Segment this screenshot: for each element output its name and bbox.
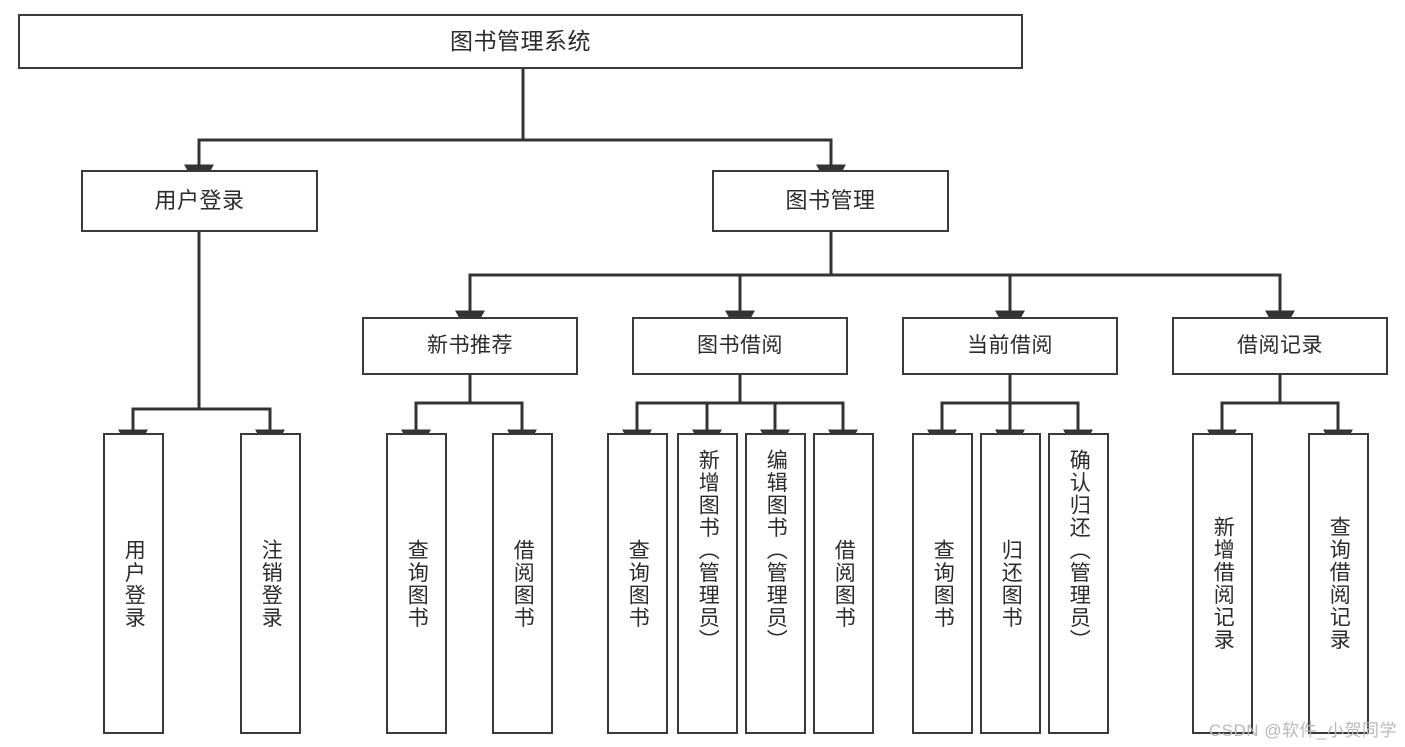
node-leaf-query-book-1-label: 查询图书	[405, 538, 429, 629]
node-leaf-borrow-book-2[interactable]: 借阅图书	[813, 433, 874, 734]
node-leaf-confirm-return-label: 确认归还（管理员）	[1067, 449, 1091, 652]
node-root-label: 图书管理系统	[450, 27, 591, 54]
node-book-borrow[interactable]: 图书借阅	[632, 317, 848, 375]
node-user-login[interactable]: 用户登录	[81, 170, 318, 232]
node-leaf-query-record[interactable]: 查询借阅记录	[1308, 433, 1369, 734]
node-leaf-user-login-label: 用户登录	[122, 538, 146, 629]
node-leaf-edit-book[interactable]: 编辑图书（管理员）	[745, 433, 806, 734]
node-leaf-query-book-2[interactable]: 查询图书	[607, 433, 668, 734]
node-root[interactable]: 图书管理系统	[18, 14, 1023, 69]
node-leaf-borrow-book-1-label: 借阅图书	[511, 538, 535, 629]
node-book-borrow-label: 图书借阅	[697, 333, 783, 357]
node-book-manage[interactable]: 图书管理	[712, 170, 949, 232]
node-leaf-query-book-2-label: 查询图书	[626, 538, 650, 629]
node-leaf-add-book[interactable]: 新增图书（管理员）	[677, 433, 738, 734]
node-current-borrow-label: 当前借阅	[967, 333, 1053, 357]
node-leaf-borrow-book-2-label: 借阅图书	[832, 538, 856, 629]
node-current-borrow[interactable]: 当前借阅	[902, 317, 1118, 375]
node-leaf-add-record[interactable]: 新增借阅记录	[1192, 433, 1253, 734]
node-user-login-label: 用户登录	[154, 188, 245, 214]
node-borrow-record[interactable]: 借阅记录	[1172, 317, 1388, 375]
node-leaf-logout[interactable]: 注销登录	[240, 433, 301, 734]
node-leaf-user-login[interactable]: 用户登录	[103, 433, 164, 734]
node-book-manage-label: 图书管理	[785, 188, 876, 214]
node-leaf-return-book-label: 归还图书	[999, 538, 1023, 629]
node-new-book-recommend[interactable]: 新书推荐	[362, 317, 578, 375]
node-leaf-add-record-label: 新增借阅记录	[1211, 516, 1235, 651]
node-leaf-logout-label: 注销登录	[259, 538, 283, 629]
watermark-text: CSDN @软件_小贺同学	[1208, 721, 1397, 740]
node-leaf-query-book-1[interactable]: 查询图书	[386, 433, 447, 734]
node-leaf-query-record-label: 查询借阅记录	[1327, 516, 1351, 651]
node-leaf-edit-book-label: 编辑图书（管理员）	[764, 449, 788, 652]
node-leaf-borrow-book-1[interactable]: 借阅图书	[492, 433, 553, 734]
node-borrow-record-label: 借阅记录	[1237, 333, 1323, 357]
node-leaf-confirm-return[interactable]: 确认归还（管理员）	[1048, 433, 1109, 734]
node-leaf-add-book-label: 新增图书（管理员）	[696, 449, 720, 652]
node-leaf-return-book[interactable]: 归还图书	[980, 433, 1041, 734]
node-new-book-recommend-label: 新书推荐	[427, 333, 513, 357]
node-leaf-query-book-3[interactable]: 查询图书	[912, 433, 973, 734]
node-leaf-query-book-3-label: 查询图书	[931, 538, 955, 629]
